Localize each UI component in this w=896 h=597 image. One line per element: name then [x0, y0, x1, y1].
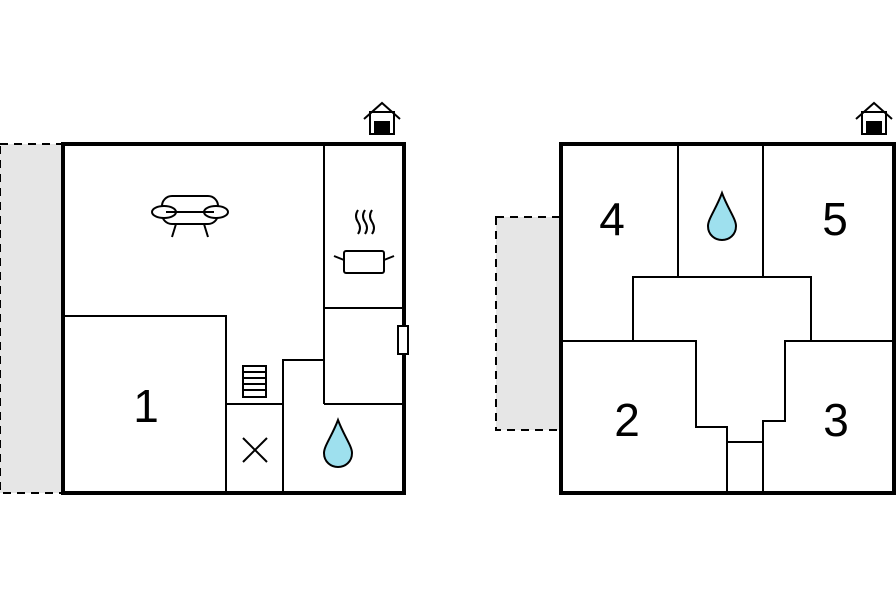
- window: [397, 325, 409, 355]
- bathroom-drop-icon: [706, 190, 738, 242]
- utility-x-icon: [242, 437, 268, 463]
- ground-floor-inner-walls: [63, 144, 404, 493]
- stairs-icon: [242, 365, 267, 398]
- ground-floor-plan: 1: [0, 101, 409, 495]
- room-number: 4: [599, 193, 625, 245]
- entrance-house-icon: [363, 101, 401, 135]
- room-number: 5: [822, 193, 848, 245]
- upper-floor-inner-walls: [561, 144, 894, 493]
- ground-floor-outline: [61, 142, 406, 495]
- balcony-area: [495, 216, 561, 431]
- room-number: 1: [133, 380, 159, 432]
- room-number: 2: [614, 394, 640, 446]
- entrance-house-icon: [855, 101, 893, 135]
- kitchen-pot-icon: [333, 209, 395, 274]
- upper-floor-plan: 4 5 2 3: [495, 101, 896, 495]
- room-number: 3: [823, 394, 849, 446]
- sofa-icon: [151, 195, 229, 238]
- terrace-area: [0, 143, 63, 494]
- bathroom-drop-icon: [322, 417, 354, 469]
